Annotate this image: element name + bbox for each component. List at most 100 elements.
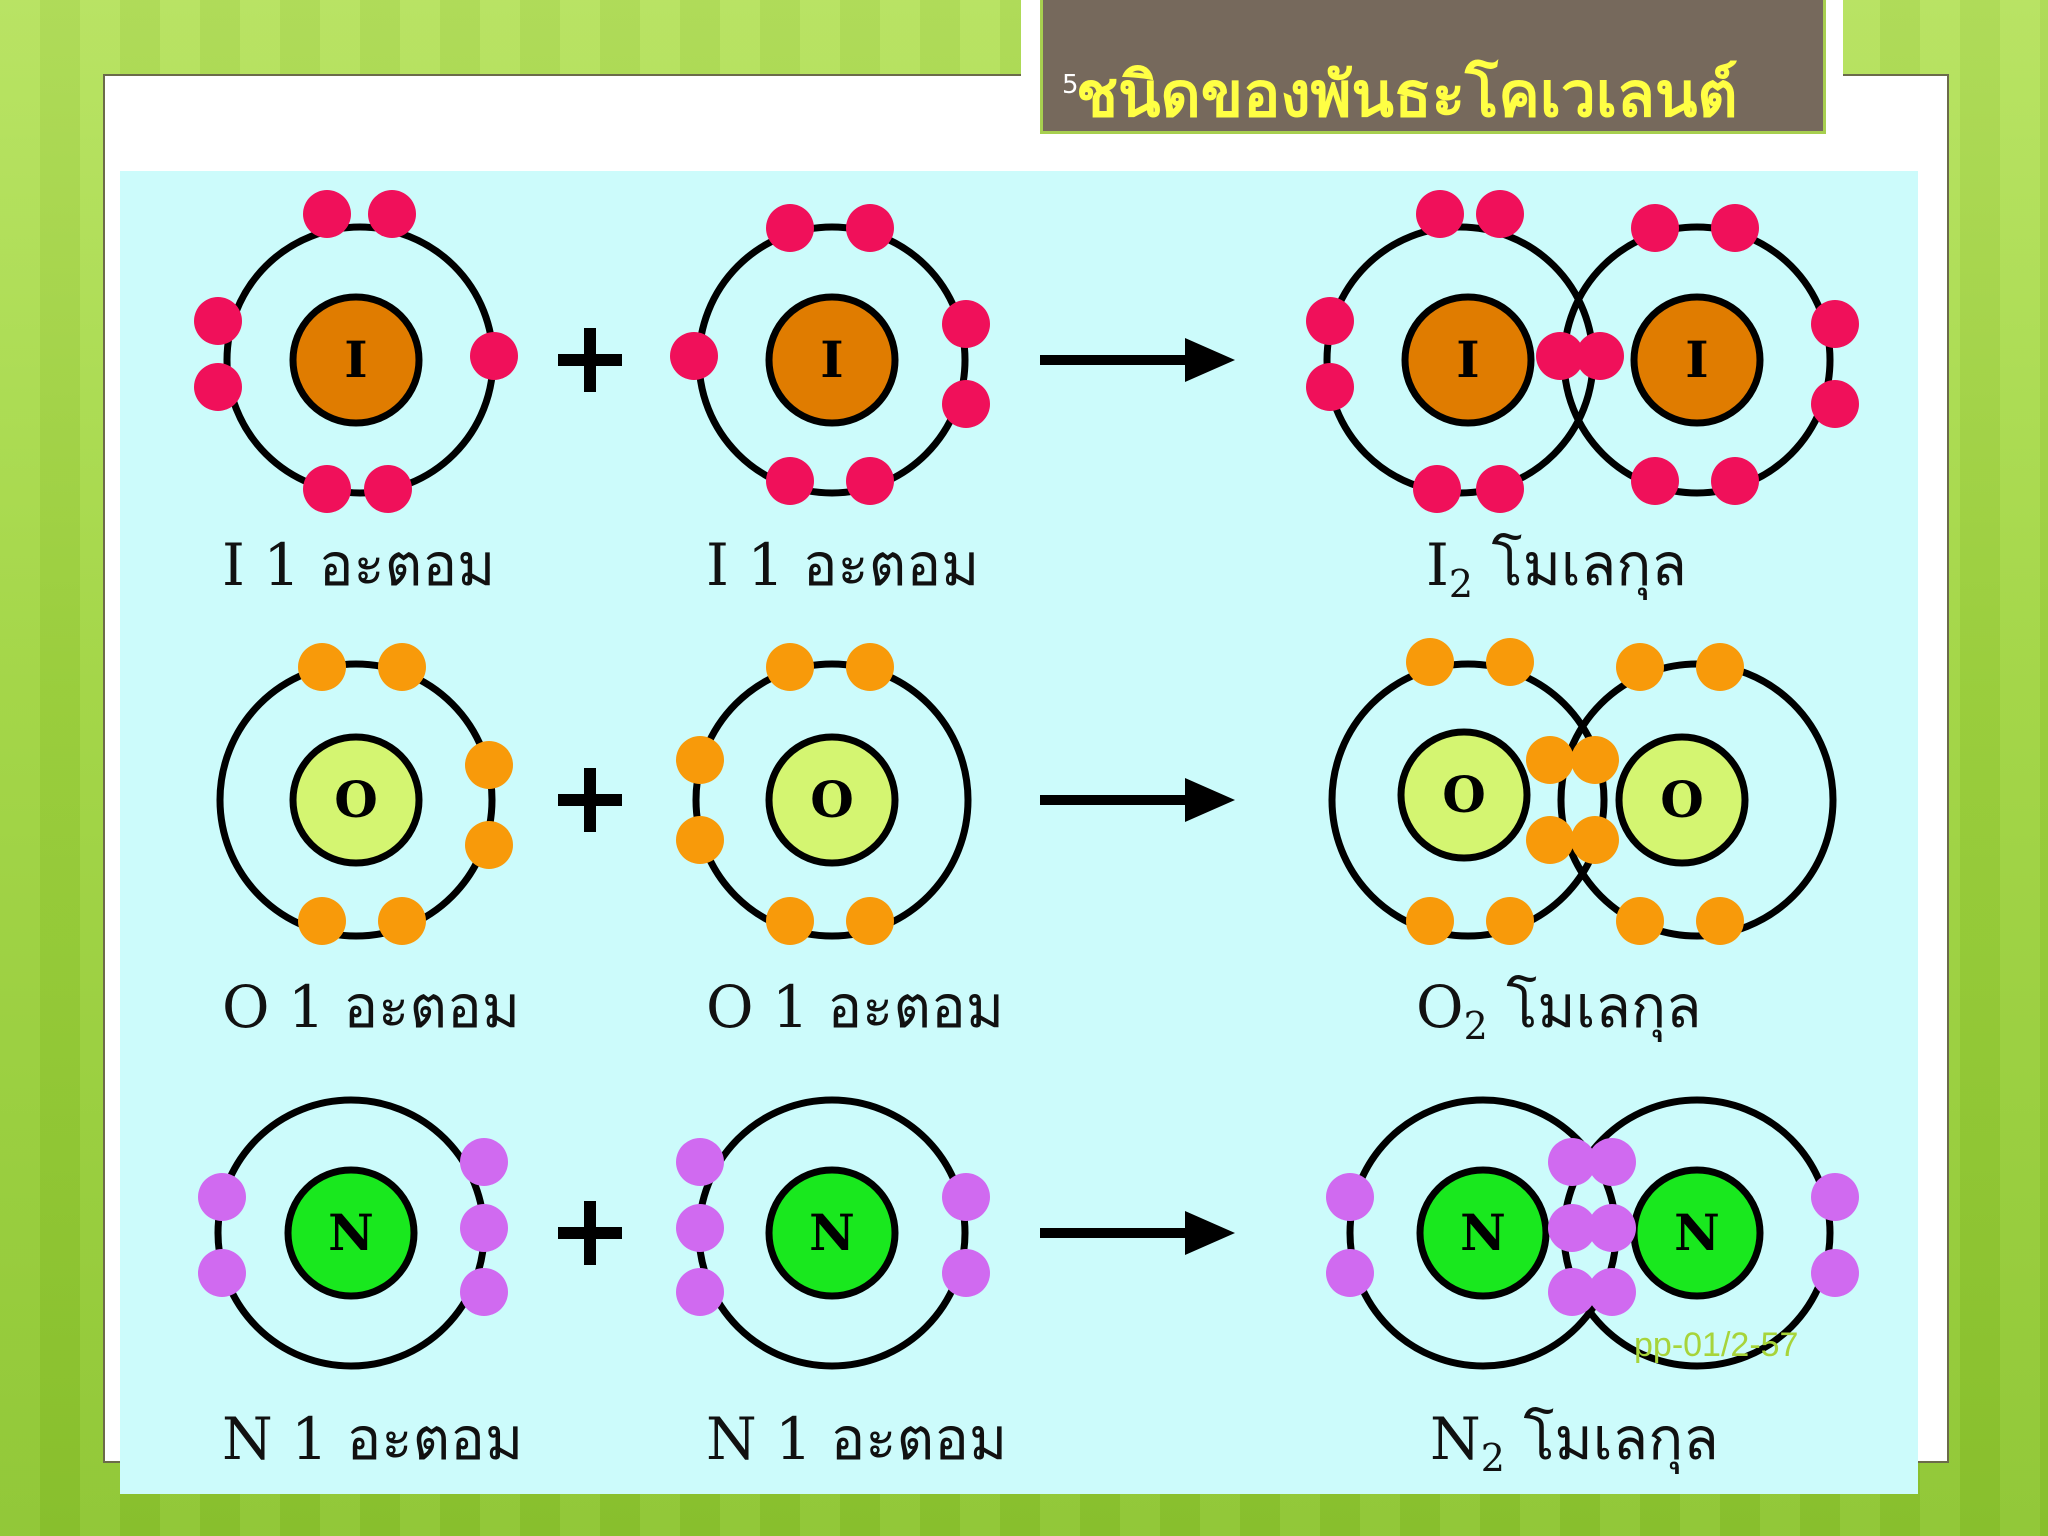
- electron: [298, 897, 346, 945]
- nucleus: [1416, 1166, 1550, 1300]
- label-o2-molecule: O2 โมเลกุล: [1416, 973, 1702, 1048]
- electron: [942, 300, 990, 348]
- electron: [364, 465, 412, 513]
- electron: [1711, 457, 1759, 505]
- nucleus-symbol: I: [820, 330, 843, 389]
- label-i-atom-1: I 1 อะตอม: [222, 531, 496, 599]
- electron: [378, 643, 426, 691]
- electron: [198, 1173, 246, 1221]
- nucleus-symbol: N: [809, 1203, 855, 1262]
- electron: [1811, 380, 1859, 428]
- right-arrow-head: [1185, 338, 1235, 382]
- electron: [846, 457, 894, 505]
- label-n2-molecule: N2 โมเลกุล: [1430, 1405, 1719, 1480]
- electron: [846, 897, 894, 945]
- plus-sign: [584, 328, 596, 392]
- nucleus: [765, 733, 899, 867]
- nucleus-symbol: N: [328, 1203, 374, 1262]
- electron: [1588, 1138, 1636, 1186]
- electron: [198, 1249, 246, 1297]
- nucleus-symbol: I: [1685, 330, 1708, 389]
- right-arrow: [1040, 1228, 1195, 1238]
- electron: [378, 897, 426, 945]
- electron: [194, 297, 242, 345]
- electron: [470, 332, 518, 380]
- electron: [942, 1249, 990, 1297]
- electron: [1588, 1268, 1636, 1316]
- electron: [1576, 332, 1624, 380]
- electron: [1476, 465, 1524, 513]
- electron: [368, 190, 416, 238]
- nucleus-symbol: O: [1442, 765, 1486, 824]
- electron: [1631, 457, 1679, 505]
- electron: [1406, 638, 1454, 686]
- electron: [1571, 736, 1619, 784]
- label-i2-molecule: I2 โมเลกุล: [1426, 531, 1687, 606]
- electron: [676, 1268, 724, 1316]
- nucleus-symbol: N: [1674, 1203, 1720, 1262]
- electron: [1548, 1138, 1596, 1186]
- electron: [766, 897, 814, 945]
- label-i-atom-2: I 1 อะตอม: [706, 531, 980, 599]
- electron: [766, 643, 814, 691]
- electron: [676, 736, 724, 784]
- electron: [465, 741, 513, 789]
- electron: [1526, 816, 1574, 864]
- electron: [1588, 1204, 1636, 1252]
- electron: [194, 363, 242, 411]
- electron: [1486, 897, 1534, 945]
- electron: [465, 821, 513, 869]
- electron: [1413, 465, 1461, 513]
- electron: [846, 643, 894, 691]
- right-arrow-head: [1185, 778, 1235, 822]
- electron-shell: [1328, 660, 1608, 940]
- electron: [1306, 297, 1354, 345]
- electron: [1811, 1173, 1859, 1221]
- electron: [1631, 204, 1679, 252]
- electron: [1536, 332, 1584, 380]
- electron: [766, 204, 814, 252]
- nucleus-symbol: O: [334, 770, 378, 829]
- nucleus: [1630, 293, 1764, 427]
- electron: [670, 332, 718, 380]
- nucleus-symbol: I: [344, 330, 367, 389]
- nucleus-symbol: O: [1660, 770, 1704, 829]
- electron: [676, 1138, 724, 1186]
- electron: [1811, 300, 1859, 348]
- label-o-atom-1: O 1 อะตอม: [222, 973, 521, 1041]
- slide-number: 5: [1062, 70, 1079, 100]
- right-arrow: [1040, 795, 1195, 805]
- nucleus: [1615, 733, 1749, 867]
- electron: [1696, 897, 1744, 945]
- plus-sign: [584, 768, 596, 832]
- electron: [766, 457, 814, 505]
- electron: [1406, 897, 1454, 945]
- electron: [846, 204, 894, 252]
- electron: [1306, 363, 1354, 411]
- nucleus-symbol: I: [1456, 330, 1479, 389]
- electron: [303, 465, 351, 513]
- electron: [1476, 190, 1524, 238]
- electron: [942, 380, 990, 428]
- nucleus: [1397, 728, 1531, 862]
- electron: [1571, 816, 1619, 864]
- electron: [676, 1204, 724, 1252]
- label-n-atom-1: N 1 อะตอม: [222, 1405, 524, 1473]
- electron-shell: [692, 660, 972, 940]
- nucleus-symbol: N: [1460, 1203, 1506, 1262]
- electron: [676, 816, 724, 864]
- nucleus: [1401, 293, 1535, 427]
- nucleus: [289, 293, 423, 427]
- electron: [1326, 1249, 1374, 1297]
- electron: [1711, 204, 1759, 252]
- watermark: pp-01/2-57: [1634, 1326, 1799, 1364]
- right-arrow: [1040, 355, 1195, 365]
- electron: [1486, 638, 1534, 686]
- nucleus: [765, 293, 899, 427]
- electron: [303, 190, 351, 238]
- nucleus: [289, 733, 423, 867]
- electron: [1326, 1173, 1374, 1221]
- electron: [298, 643, 346, 691]
- electron: [1616, 897, 1664, 945]
